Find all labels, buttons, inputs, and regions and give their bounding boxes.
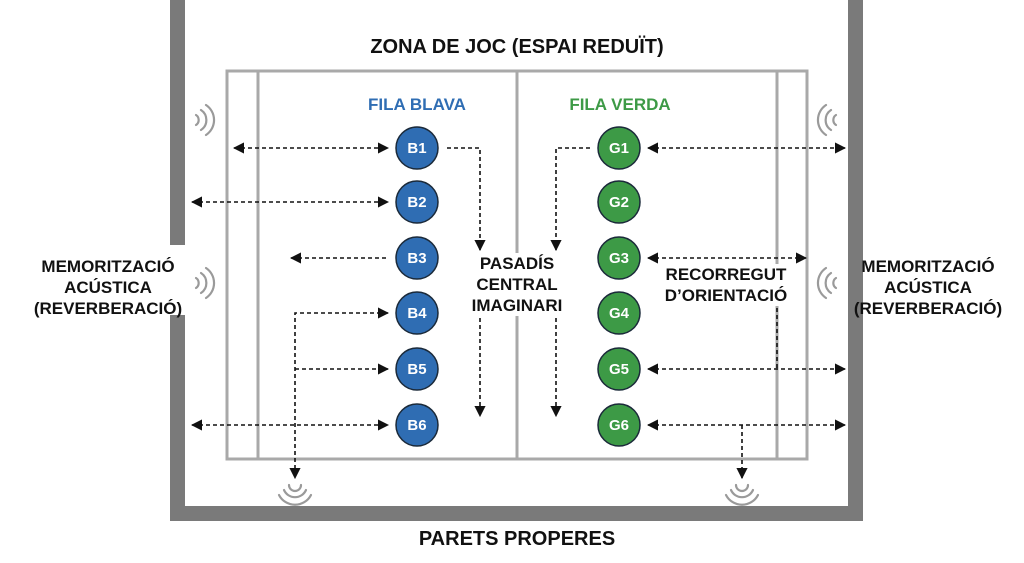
right-label-line: (REVERBERACIÓ)	[853, 299, 1003, 318]
blue-player-b3: B3	[395, 236, 439, 280]
right-label-line: MEMORITZACIÓ	[861, 257, 995, 276]
player-label: B5	[407, 361, 426, 378]
blue-player-b5: B5	[395, 347, 439, 391]
player-label: G3	[609, 250, 629, 267]
player-circle	[597, 180, 641, 224]
center-label-line: CENTRAL	[476, 275, 558, 294]
green-player-g3: G3	[597, 236, 641, 280]
player-circle	[395, 180, 439, 224]
left-label-line: MEMORITZACIÓ	[41, 257, 175, 276]
player-circle	[597, 126, 641, 170]
arrows	[190, 142, 847, 480]
left-label: MEMORITZACIÓ ACÚSTICA (REVERBERACIÓ)	[8, 256, 208, 319]
sound-waves-icon	[724, 483, 760, 506]
route-label-line: D’ORIENTACIÓ	[664, 286, 788, 305]
blue-player-b1: B1	[395, 126, 439, 170]
player-label: B6	[407, 417, 426, 434]
green-player-g1: G1	[597, 126, 641, 170]
player-label: G2	[609, 194, 629, 211]
wall-bottom	[170, 506, 863, 521]
green-player-g4: G4	[597, 291, 641, 335]
player-label: B2	[407, 194, 426, 211]
player-label: B3	[407, 250, 426, 267]
walls	[170, 0, 863, 521]
arrow-corridor-left	[447, 147, 486, 252]
blue-row-title: FILA BLAVA	[368, 95, 466, 114]
blue-player-b4: B4	[395, 291, 439, 335]
sound-waves-icon	[816, 266, 838, 300]
wall-right	[848, 0, 863, 521]
player-label: G4	[609, 305, 630, 322]
player-circle	[597, 291, 641, 335]
left-label-line: ACÚSTICA	[64, 278, 152, 297]
player-circle	[395, 347, 439, 391]
center-label-line: PASADÍS	[479, 254, 555, 273]
green-player-g2: G2	[597, 180, 641, 224]
arrow-corridor-right	[550, 147, 590, 252]
player-circle	[597, 236, 641, 280]
player-label: B4	[407, 305, 427, 322]
sound-waves-icon	[816, 103, 838, 137]
green-player-g6: G6	[597, 403, 641, 447]
player-circle	[597, 403, 641, 447]
player-circle	[395, 403, 439, 447]
sound-waves-icon	[277, 483, 313, 506]
wall-left-top	[170, 0, 185, 245]
right-label-line: ACÚSTICA	[884, 278, 972, 297]
blue-player-b6: B6	[395, 403, 439, 447]
court	[225, 69, 809, 461]
player-label: G5	[609, 361, 629, 378]
sound-waves-icon	[194, 103, 216, 137]
diagram-title: ZONA DE JOC (ESPAI REDUÏT)	[370, 36, 664, 58]
green-row-title: FILA VERDA	[569, 95, 671, 114]
green-player-g5: G5	[597, 347, 641, 391]
player-circle	[395, 236, 439, 280]
player-circle	[597, 347, 641, 391]
player-circle	[395, 291, 439, 335]
left-label-line: (REVERBERACIÓ)	[33, 299, 183, 318]
route-label-line: RECORREGUT	[665, 265, 787, 284]
blue-player-b2: B2	[395, 180, 439, 224]
player-label: G6	[609, 417, 629, 434]
player-label: B1	[407, 140, 426, 157]
bottom-walls-label: PARETS PROPERES	[418, 528, 616, 550]
center-corridor-label: PASADÍS CENTRAL IMAGINARI	[448, 253, 586, 316]
right-label: MEMORITZACIÓ ACÚSTICA (REVERBERACIÓ)	[836, 256, 1020, 319]
wall-left-bottom	[170, 315, 185, 521]
arrow-b4	[289, 307, 390, 480]
sound-waves	[194, 103, 838, 506]
player-label: G1	[609, 140, 629, 157]
player-circle	[395, 126, 439, 170]
center-label-line: IMAGINARI	[471, 296, 563, 315]
orientation-route-label: RECORREGUT D’ORIENTACIÓ	[648, 264, 804, 306]
sound-waves-icon	[194, 266, 216, 300]
